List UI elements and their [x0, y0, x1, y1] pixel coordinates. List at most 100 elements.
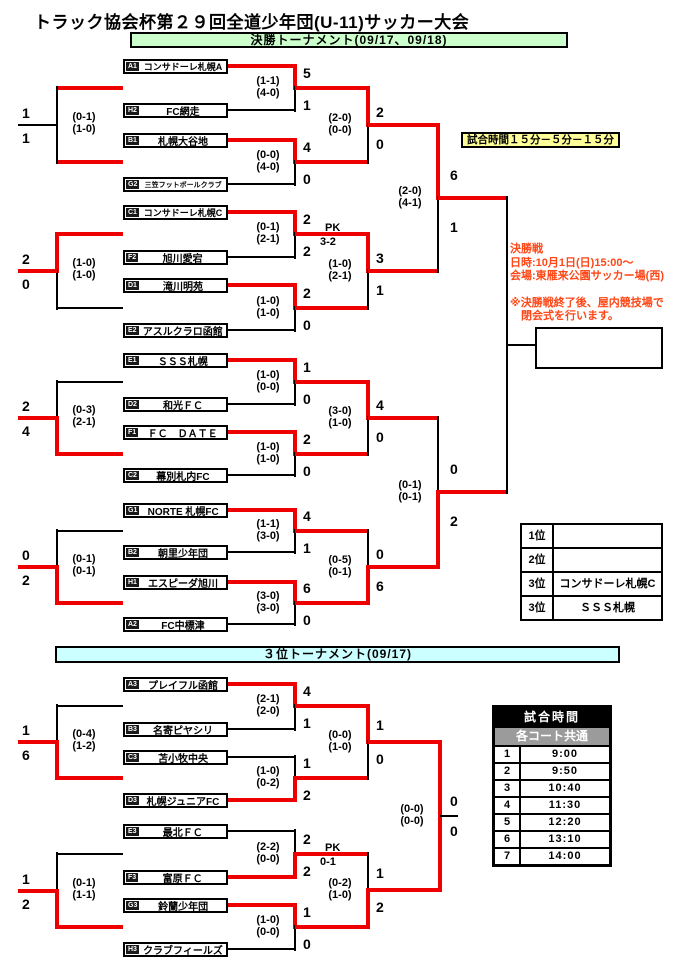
match-halves: (1-1) — [72, 889, 96, 901]
match-halves: (0-3) — [72, 404, 96, 416]
bracket-line — [367, 529, 369, 569]
schedule-table: 試合時間 各コート共通 1 9:00 2 9:50 3 10:40 4 11:3… — [492, 705, 612, 867]
match-halves: (0-0) — [328, 729, 352, 741]
match-score: 2 — [303, 831, 311, 847]
match-halves: (1-0) — [256, 453, 280, 465]
team-name: 札幌大谷地 — [157, 137, 208, 148]
third-tournament-banner: ３位トーナメント(09/17) — [55, 646, 620, 663]
team-seed-tag: H2 — [126, 106, 139, 115]
team-seed-tag: C3 — [126, 753, 139, 762]
match-score: 1 — [376, 717, 384, 733]
match-score: 5 — [303, 65, 311, 81]
match-score: 1 — [303, 540, 311, 556]
final-match-info: 決勝戦 日時:10月1日(日)15:00～ 会場:東雁来公園サッカー場(西) ※… — [510, 243, 664, 324]
bracket-line — [293, 430, 297, 456]
match-halves: (1-0) — [72, 269, 96, 281]
rank-row: 3位 ＳＳＳ札幌 — [522, 597, 661, 619]
bracket-line — [57, 530, 123, 532]
team-seed-tag: E3 — [126, 827, 139, 836]
bracket-line — [293, 283, 297, 310]
team-name: クラブフィールズ — [143, 946, 223, 957]
match-score: 1 — [22, 105, 30, 121]
pk-score: 0-1 — [320, 856, 336, 868]
bracket-line — [294, 925, 296, 951]
bracket-line — [295, 601, 368, 605]
bracket-line — [228, 798, 295, 802]
match-score: 1 — [303, 755, 311, 771]
team-box: E3 最北ＦＣ — [123, 824, 228, 839]
bracket-line — [438, 814, 442, 892]
slot-time: 13:10 — [548, 833, 582, 845]
pk-score: 3-2 — [320, 236, 336, 248]
match-score: 2 — [303, 285, 311, 301]
bracket-line — [367, 269, 369, 310]
bracket-line — [57, 381, 123, 383]
slot-time: 11:30 — [548, 799, 582, 811]
match-halves: (1-1) — [256, 75, 280, 87]
bracket-line — [366, 232, 370, 273]
match-score: 1 — [376, 282, 384, 298]
bracket-line — [228, 358, 295, 362]
bracket-line — [57, 853, 123, 855]
match-halves: (2-0) — [256, 705, 280, 717]
final-info-line: 会場:東雁来公園サッカー場(西) — [510, 270, 664, 282]
team-seed-tag: A3 — [126, 680, 139, 689]
match-score: 0 — [376, 136, 384, 152]
match-score: 1 — [303, 904, 311, 920]
team-seed-tag: F3 — [126, 873, 139, 882]
match-time-banner: 試合時間１５分－５分－１５分 — [461, 132, 620, 148]
schedule-row: 2 9:50 — [495, 764, 609, 781]
match-score: 0 — [450, 823, 458, 839]
bracket-line — [294, 306, 296, 332]
match-score: 0 — [303, 391, 311, 407]
match-score: 6 — [303, 580, 311, 596]
bracket-line — [228, 903, 295, 907]
match-halves: (0-1) — [72, 111, 96, 123]
match-score: 0 — [376, 429, 384, 445]
bracket-line — [55, 740, 59, 780]
bracket-line — [228, 403, 295, 405]
bracket-line — [366, 380, 370, 420]
bracket-line — [295, 776, 368, 780]
match-score: 0 — [376, 751, 384, 767]
bracket-line — [56, 704, 58, 744]
bracket-line — [57, 86, 123, 90]
team-seed-tag: G3 — [126, 901, 140, 910]
match-score: 0 — [303, 171, 311, 187]
team-name: 最北ＦＣ — [162, 828, 203, 839]
team-name: NORTE 札幌FC — [147, 507, 219, 518]
bracket-line — [228, 682, 295, 686]
match-score: 0 — [303, 936, 311, 952]
team-name: 名寄ピヤシリ — [152, 726, 213, 737]
bracket-line — [228, 875, 295, 879]
bracket-line — [55, 889, 59, 929]
team-seed-tag: D2 — [126, 400, 139, 409]
bracket-line — [368, 565, 438, 569]
bracket-line — [367, 852, 369, 892]
bracket-line — [295, 529, 368, 533]
bracket-line — [366, 565, 370, 605]
slot-number: 4 — [495, 798, 521, 813]
team-seed-tag: A2 — [126, 620, 139, 629]
bracket-line — [18, 124, 57, 126]
match-halves: (0-1) — [72, 877, 96, 889]
bracket-line — [18, 889, 57, 893]
match-score: 0 — [450, 461, 458, 477]
bracket-line — [294, 452, 296, 477]
match-score: 1 — [376, 865, 384, 881]
match-score: 4 — [376, 397, 384, 413]
bracket-line — [56, 86, 58, 127]
bracket-line — [368, 740, 440, 744]
match-score: 0 — [303, 463, 311, 479]
match-halves: (2-1) — [256, 233, 280, 245]
bracket-line — [367, 123, 369, 164]
